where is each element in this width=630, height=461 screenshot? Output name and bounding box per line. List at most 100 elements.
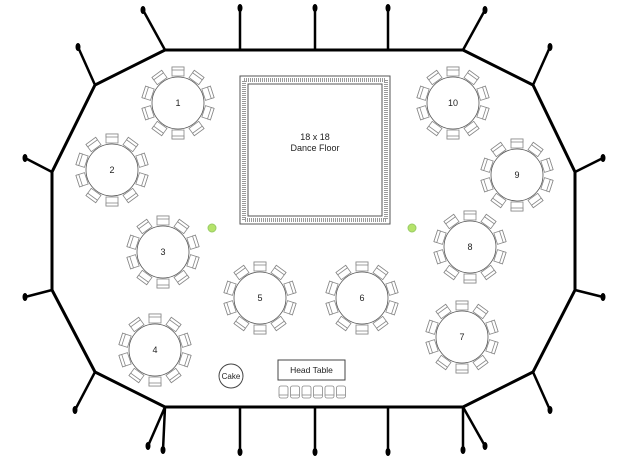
dance-floor: 18 x 18 Dance Floor — [239, 75, 391, 225]
stake-icon — [547, 43, 553, 51]
chair-icon — [480, 157, 494, 173]
chair-icon — [171, 129, 185, 140]
chair-icon — [472, 303, 489, 320]
chair-icon — [128, 367, 145, 384]
chair-icon — [122, 136, 139, 153]
chair-icon — [385, 280, 399, 296]
table-1: 1 — [141, 66, 215, 140]
chair-icon — [433, 229, 447, 245]
chair-icon — [165, 367, 182, 384]
chair-icon — [463, 69, 480, 86]
chair-icon — [253, 324, 267, 335]
chair-icon — [165, 316, 182, 333]
table-number: 8 — [467, 242, 472, 252]
table-2: 2 — [75, 133, 149, 207]
table-number: 3 — [160, 247, 165, 257]
stake-icon — [160, 446, 166, 454]
chair-icon — [485, 319, 499, 335]
chair-icon — [188, 69, 205, 86]
stake-rope — [24, 156, 53, 174]
chair-icon — [435, 354, 452, 371]
table-number: 7 — [459, 332, 464, 342]
table-9: 9 — [480, 138, 554, 212]
chair-icon — [480, 213, 497, 230]
chair-icon — [426, 69, 443, 86]
chair-icon — [485, 339, 499, 355]
chair-icon — [186, 234, 200, 250]
stake-icon — [600, 293, 606, 301]
tent-stakes — [22, 4, 606, 456]
chair-icon — [443, 213, 460, 230]
stake-icon — [237, 4, 243, 12]
light-left — [207, 223, 217, 233]
chair-icon — [233, 315, 250, 332]
stake-icon — [72, 406, 78, 414]
chair-icon — [253, 261, 267, 272]
table-10: 10 — [416, 66, 490, 140]
stake-icon — [140, 6, 146, 14]
stake-rope — [146, 406, 167, 447]
stake-icon — [385, 448, 391, 456]
chair-icon — [135, 152, 149, 168]
chair-icon — [527, 141, 544, 158]
stake-icon — [145, 442, 151, 450]
chair-icon — [141, 105, 155, 121]
chair-icon — [156, 215, 170, 226]
chair-icon — [136, 269, 153, 286]
chair-icon — [443, 264, 460, 281]
chair-icon — [141, 85, 155, 101]
chair-icon — [283, 280, 297, 296]
chair-icon — [136, 218, 153, 235]
chair-icon — [372, 264, 389, 281]
chair-icon — [105, 133, 119, 144]
chair-icon — [355, 324, 369, 335]
chair-icon — [75, 172, 89, 188]
chair-icon — [372, 315, 389, 332]
stake-icon — [460, 446, 466, 454]
stake-rope — [24, 288, 53, 299]
chair-icon — [325, 280, 339, 296]
chair-icon — [173, 269, 190, 286]
stake-rope — [574, 156, 604, 174]
chair-icon — [122, 187, 139, 204]
chair-icon — [173, 218, 190, 235]
stake-icon — [22, 154, 28, 162]
stake-rope — [161, 406, 167, 451]
chair-icon — [278, 385, 289, 399]
chair-icon — [75, 152, 89, 168]
table-number: 5 — [257, 293, 262, 303]
chair-icon — [148, 313, 162, 324]
stake-icon — [482, 442, 488, 450]
chair-icon — [510, 138, 524, 149]
chair-icon — [126, 254, 140, 270]
table-8: 8 — [433, 210, 507, 284]
chair-icon — [233, 264, 250, 281]
chair-icon — [490, 192, 507, 209]
table-4: 4 — [118, 313, 192, 387]
chair-icon — [336, 385, 346, 399]
chair-icon — [385, 300, 399, 316]
cake-table: Cake — [218, 363, 244, 389]
cake-label: Cake — [222, 372, 241, 381]
stake-icon — [237, 448, 243, 456]
stake-icon — [385, 4, 391, 12]
chair-icon — [135, 172, 149, 188]
chair-icon — [188, 120, 205, 137]
chair-icon — [416, 105, 430, 121]
chair-icon — [324, 385, 335, 399]
chair-icon — [105, 196, 119, 207]
chair-icon — [425, 339, 439, 355]
chair-icon — [301, 385, 312, 399]
table-number: 2 — [109, 165, 114, 175]
chair-icon — [178, 332, 192, 348]
chair-icon — [540, 177, 554, 193]
chair-icon — [472, 354, 489, 371]
stake-icon — [547, 406, 553, 414]
stake-icon — [600, 154, 606, 162]
table-number: 9 — [514, 170, 519, 180]
chair-icon — [335, 264, 352, 281]
stake-rope — [574, 288, 604, 299]
table-number: 4 — [152, 345, 157, 355]
stake-rope — [76, 46, 97, 86]
